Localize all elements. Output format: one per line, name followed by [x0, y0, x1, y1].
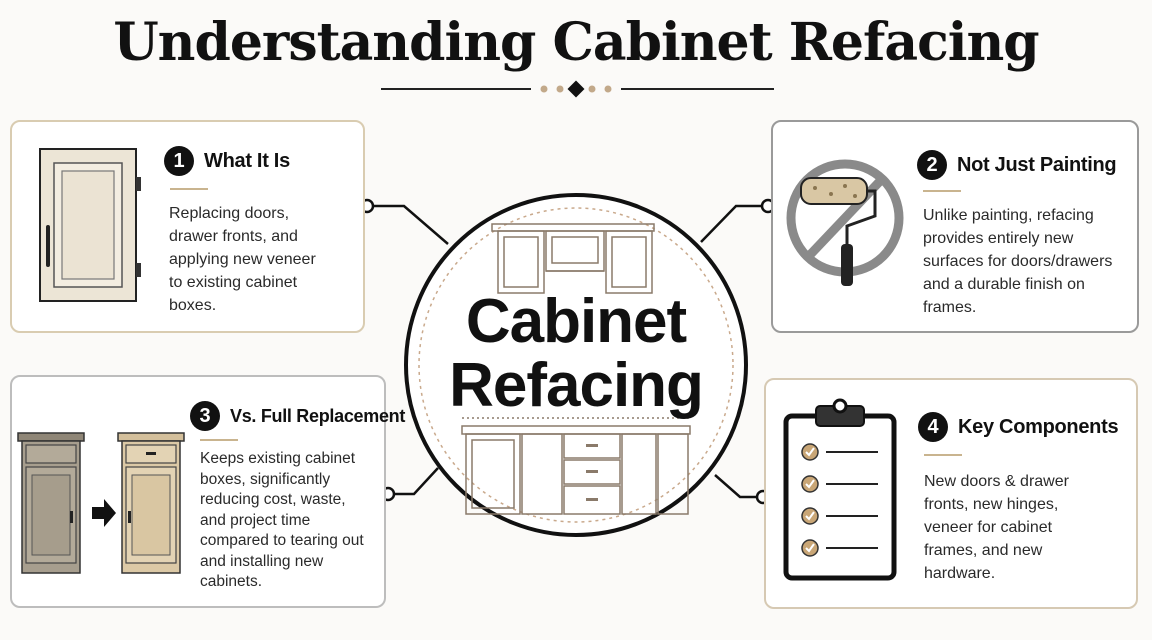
checklist-clipboard-icon: [783, 398, 897, 581]
card-body-line: and installing new: [200, 552, 324, 570]
card-description: Unlike painting, refacing provides entir…: [923, 204, 1112, 319]
card-description: New doors & drawer fronts, new hinges, v…: [924, 470, 1069, 585]
center-title-line1: Cabinet: [465, 287, 687, 356]
card-title: Not Just Painting: [957, 153, 1117, 176]
step-number-1: 1: [164, 146, 194, 176]
card-body-line: to existing cabinet: [169, 274, 298, 291]
card-header: 3 Vs. Full Replacement: [190, 401, 405, 431]
card-what-it-is: 1 What It Is Replacing doors, drawer fro…: [10, 120, 365, 333]
step-number-2: 2: [917, 150, 947, 180]
card-body-line: reducing cost, waste,: [200, 491, 346, 508]
card-body-line: boxes, significantly: [200, 470, 331, 488]
card-body-line: frames, and new: [924, 542, 1043, 559]
card-body-line: drawer fronts, and: [169, 228, 298, 245]
page-title: Understanding Cabinet Refacing: [113, 12, 1039, 73]
card-body-line: surfaces for doors/drawers: [923, 253, 1113, 270]
title-underline: [923, 190, 961, 192]
card-body-line: and project time: [200, 511, 311, 529]
no-paint-roller-icon: [786, 159, 904, 286]
card-body-line: cabinets.: [200, 573, 263, 590]
card-title: Key Components: [958, 415, 1119, 438]
card-body-line: fronts, new hinges,: [924, 496, 1059, 513]
card-not-just-painting: 2 Not Just Painting Unlike painting, ref…: [771, 120, 1139, 333]
card-body-line: veneer for cabinet: [924, 519, 1053, 536]
card-title: What It Is: [204, 149, 290, 172]
card-header: 4 Key Components: [918, 412, 1119, 442]
card-body-line: boxes.: [169, 297, 217, 314]
card-header: 1 What It Is: [164, 146, 290, 176]
card-header: 2 Not Just Painting: [917, 150, 1117, 180]
card-body-line: New doors & drawer: [924, 473, 1069, 490]
kitchen-cabinets-icon: [404, 193, 748, 537]
step-number-4: 4: [918, 412, 948, 442]
cabinet-door-icon: [39, 148, 141, 302]
title-divider: [381, 80, 774, 98]
card-body-line: Replacing doors,: [169, 205, 290, 222]
card-vs-full-replacement: 3 Vs. Full Replacement Keeps existing ca…: [10, 375, 405, 608]
card-description: Keeps existing cabinet boxes, significan…: [200, 449, 364, 593]
center-title: Cabinet Refacing: [400, 290, 752, 418]
cabinet-before-after-icon: [17, 432, 185, 574]
card-description: Replacing doors, drawer fronts, and appl…: [169, 202, 316, 317]
card-body-line: provides entirely new: [923, 230, 1074, 247]
card-body-line: Keeps existing cabinet: [200, 450, 356, 467]
card-body-line: and a durable finish on: [923, 276, 1085, 293]
card-body-line: frames.: [923, 299, 977, 316]
title-underline: [200, 439, 238, 441]
card-body-line: compared to tearing out: [200, 532, 364, 549]
card-body-line: applying new veneer: [169, 251, 316, 268]
card-key-components: 4 Key Components New doors & drawer fron…: [764, 378, 1138, 609]
card-body-line: hardware.: [924, 565, 996, 582]
card-title: Vs. Full Replacement: [230, 405, 406, 426]
title-underline: [170, 188, 208, 190]
card-body-line: Unlike painting, refacing: [923, 207, 1094, 224]
step-number-3: 3: [190, 401, 220, 431]
center-title-line2: Refacing: [449, 351, 704, 420]
title-underline: [924, 454, 962, 456]
